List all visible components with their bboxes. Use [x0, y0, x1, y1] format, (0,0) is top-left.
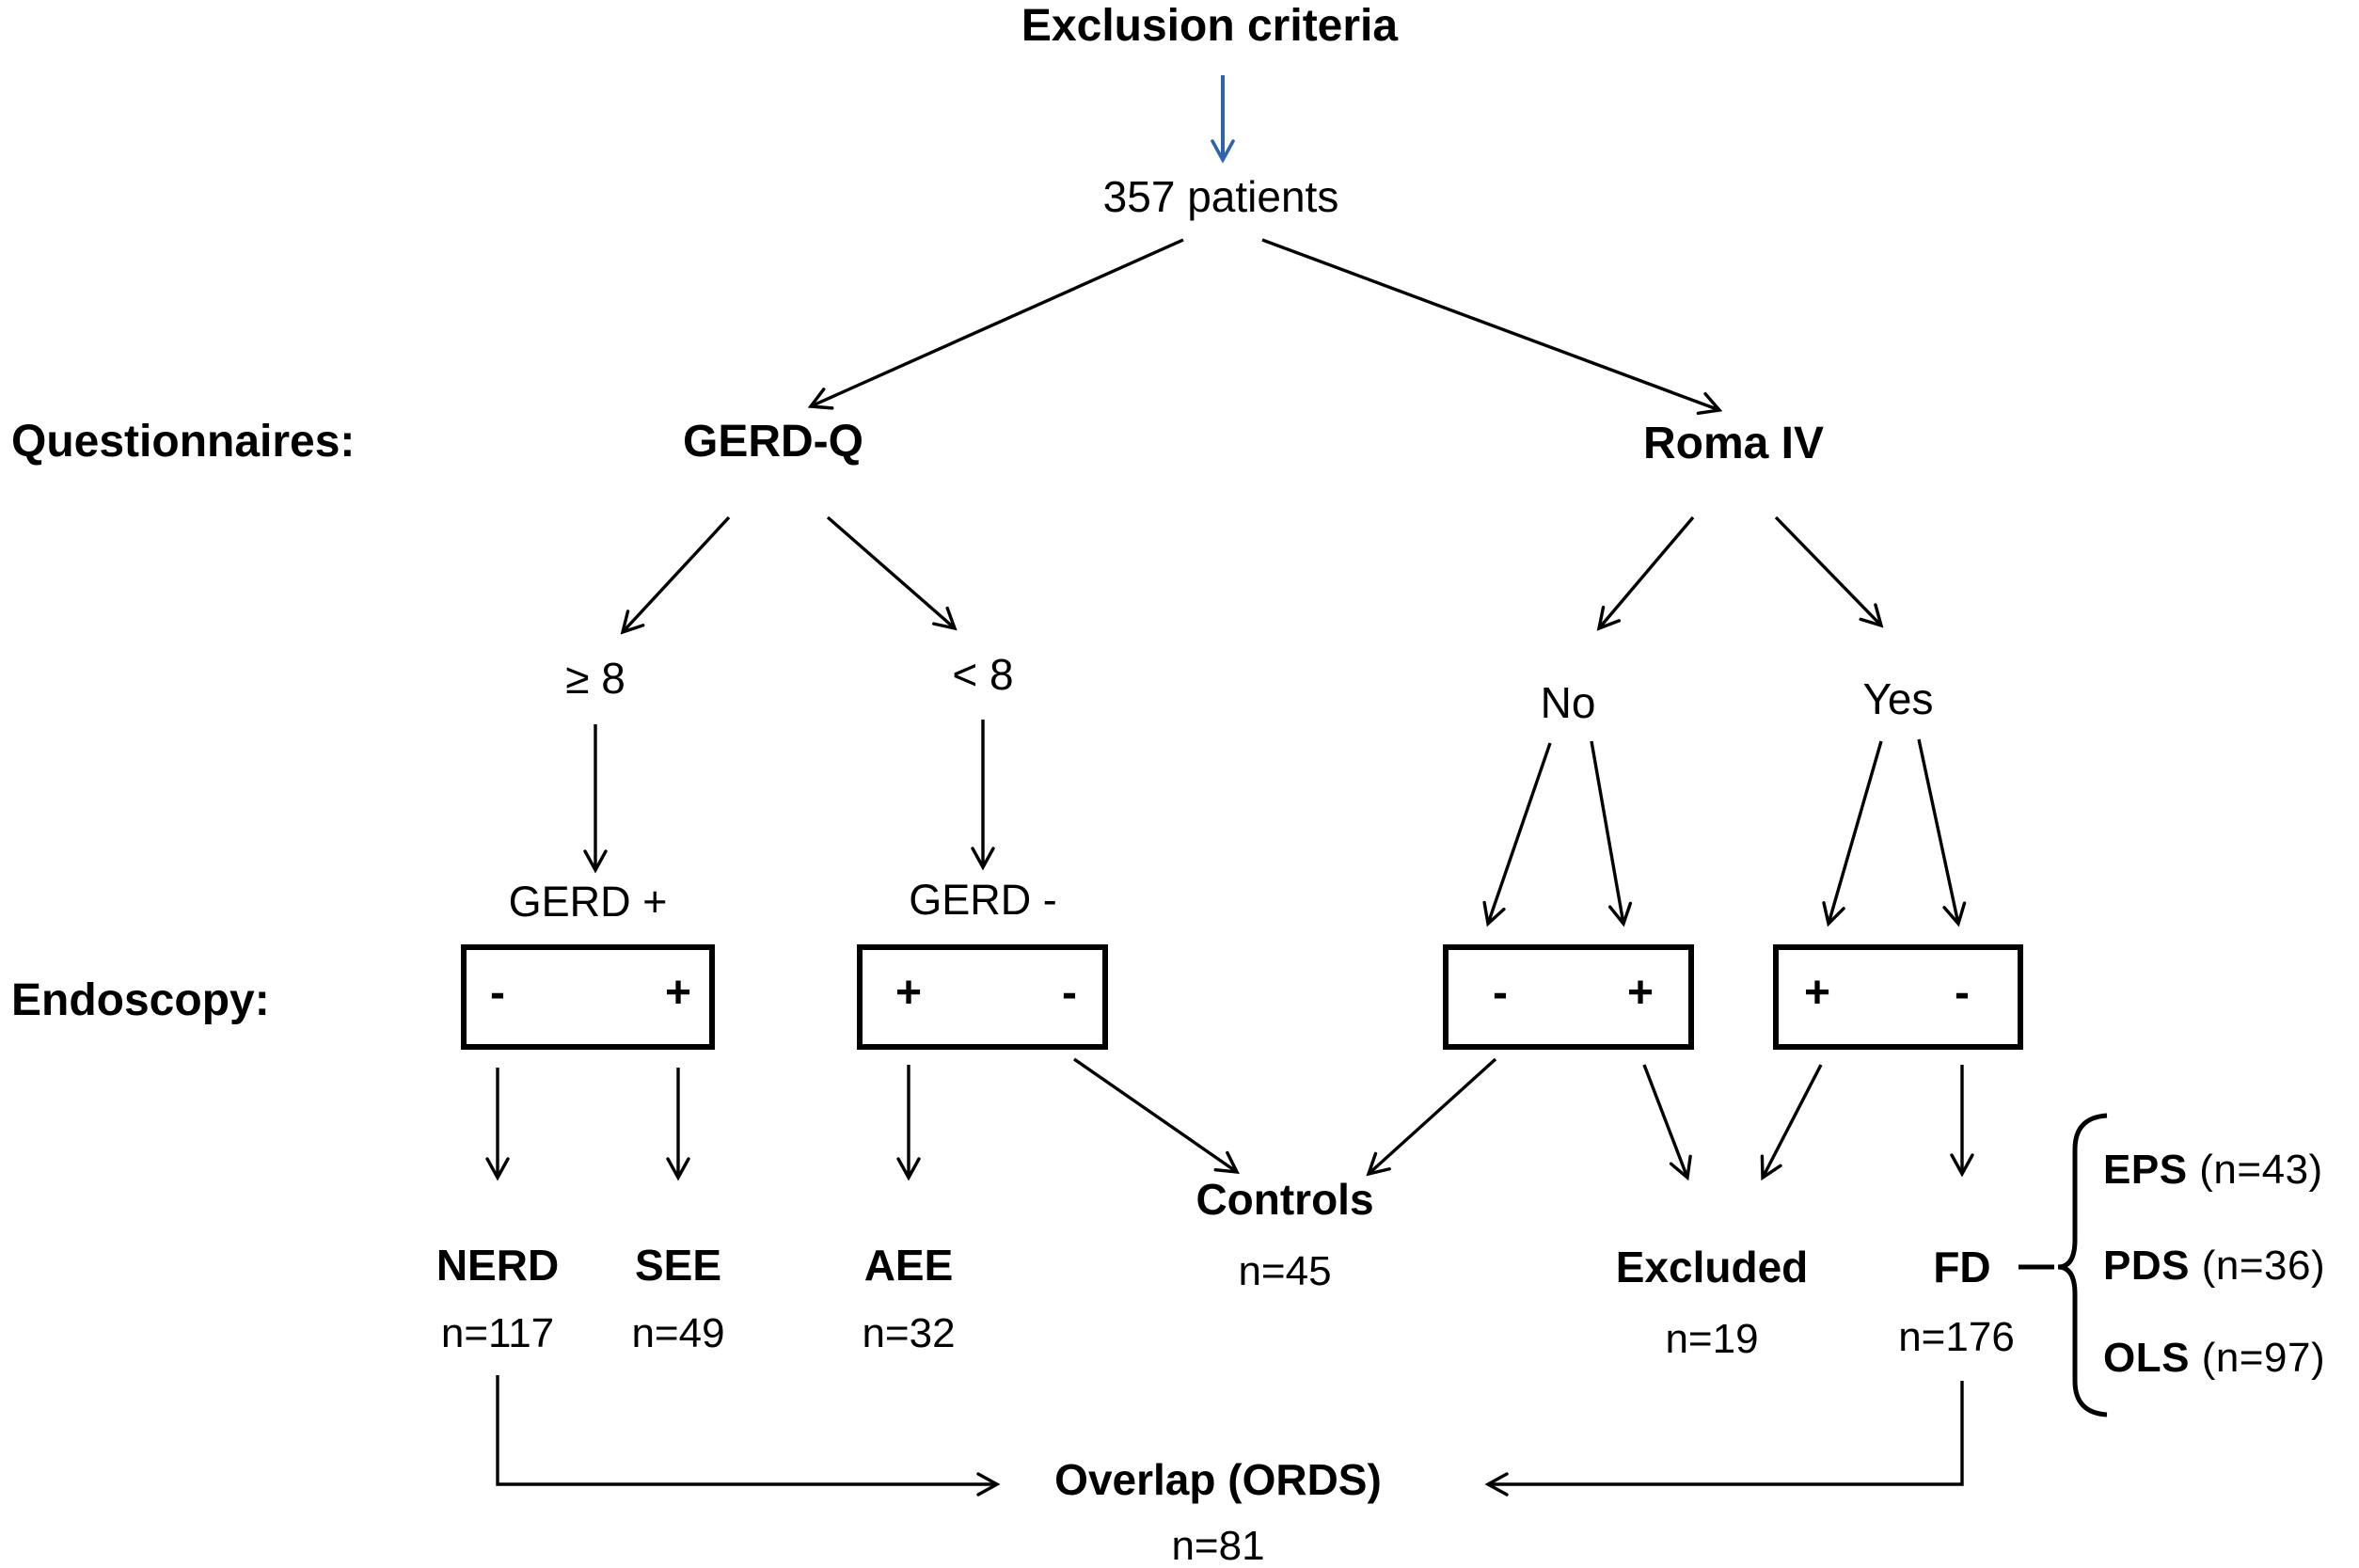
outcome-controls-label: Controls [1195, 1175, 1374, 1224]
node-gerdq-score-low: < 8 [952, 650, 1014, 699]
box3-plus-sign: + [1626, 968, 1654, 1018]
box1-minus-sign: - [490, 968, 505, 1018]
outcome-see-label: SEE [634, 1241, 722, 1290]
overlap-count: n=81 [1171, 1523, 1265, 1568]
node-gerd-positive: GERD + [508, 878, 668, 926]
box4-plus-sign: + [1803, 968, 1831, 1018]
box3-minus-sign: - [1493, 968, 1508, 1018]
outcome-aee-count: n=32 [862, 1310, 956, 1356]
fd-subtype-ols-count: (n=97) [2201, 1335, 2326, 1381]
outcome-controls-count: n=45 [1238, 1248, 1332, 1294]
fd-subtype-ols: OLS (n=97) [2103, 1335, 2326, 1381]
endoscopy-box-gerd-positive [461, 944, 715, 1050]
endoscopy-box-gerd-negative [857, 944, 1108, 1050]
outcome-nerd-label: NERD [435, 1241, 560, 1290]
fd-subtype-pds: PDS (n=36) [2103, 1243, 2325, 1289]
arrow-roma-to-no [1596, 515, 1695, 631]
arrow-no-to-excluded [1642, 1064, 1692, 1181]
fd-subtype-pds-label: PDS [2103, 1243, 2202, 1289]
fd-subtype-pds-count: (n=36) [2201, 1243, 2326, 1289]
fd-subtype-eps-count: (n=43) [2199, 1147, 2323, 1193]
outcome-fd-label: FD [1933, 1243, 1991, 1291]
outcome-excluded-label: Excluded [1615, 1243, 1809, 1291]
outcome-aee-label: AEE [863, 1241, 954, 1290]
patients-count-label: 357 patients [1102, 172, 1339, 221]
connector-fd-to-overlap [1484, 1381, 1964, 1497]
arrow-yes-to-excluded [1760, 1064, 1823, 1181]
node-roma-no: No [1540, 678, 1596, 727]
outcome-fd-count: n=176 [1898, 1314, 2015, 1360]
arrow-gerdq-to-high [620, 515, 731, 635]
outcome-see-count: n=49 [631, 1310, 725, 1356]
outcome-excluded-count: n=19 [1665, 1316, 1759, 1362]
fd-subtypes-brace [2057, 1113, 2108, 1418]
arrow-no-to-box-right [1590, 740, 1633, 927]
node-gerdq-score-high: ≥ 8 [565, 654, 625, 703]
node-gerd-negative: GERD - [909, 876, 1057, 924]
box4-minus-sign: - [1955, 968, 1970, 1018]
row-label-questionnaires: Questionnaires: [11, 417, 356, 467]
arrow-no-to-controls [1366, 1057, 1497, 1177]
node-roma-iv: Roma IV [1642, 419, 1825, 468]
arrow-roma-to-yes [1774, 515, 1884, 628]
arrow-yes-to-box-left [1822, 740, 1883, 927]
connector-nerd-to-overlap [496, 1375, 1001, 1497]
box2-plus-sign: + [895, 968, 923, 1018]
arrow-patients-to-roma [1261, 238, 1723, 416]
node-roma-yes: Yes [1862, 674, 1934, 723]
fd-subtype-eps-label: EPS [2103, 1147, 2200, 1193]
arrow-gerdneg-to-controls [1073, 1057, 1240, 1175]
exclusion-criteria-label: Exclusion criteria [1021, 1, 1399, 51]
endoscopy-box-roma-yes [1773, 944, 2023, 1050]
arrow-no-to-box-left [1482, 742, 1552, 927]
box2-minus-sign: - [1062, 968, 1077, 1018]
arrow-yes-to-box-right [1917, 738, 1967, 927]
arrow-gerdq-to-low [826, 515, 958, 631]
fd-subtype-eps: EPS (n=43) [2103, 1147, 2323, 1193]
arrow-patients-to-gerdq [807, 238, 1184, 410]
box1-plus-sign: + [664, 968, 692, 1018]
fd-subtype-ols-label: OLS [2103, 1335, 2202, 1381]
endoscopy-box-roma-no [1443, 944, 1694, 1050]
outcome-nerd-count: n=117 [440, 1310, 555, 1356]
overlap-label: Overlap (ORDS) [1054, 1455, 1382, 1504]
row-label-endoscopy: Endoscopy: [11, 975, 270, 1025]
node-gerdq: GERD-Q [683, 417, 863, 467]
